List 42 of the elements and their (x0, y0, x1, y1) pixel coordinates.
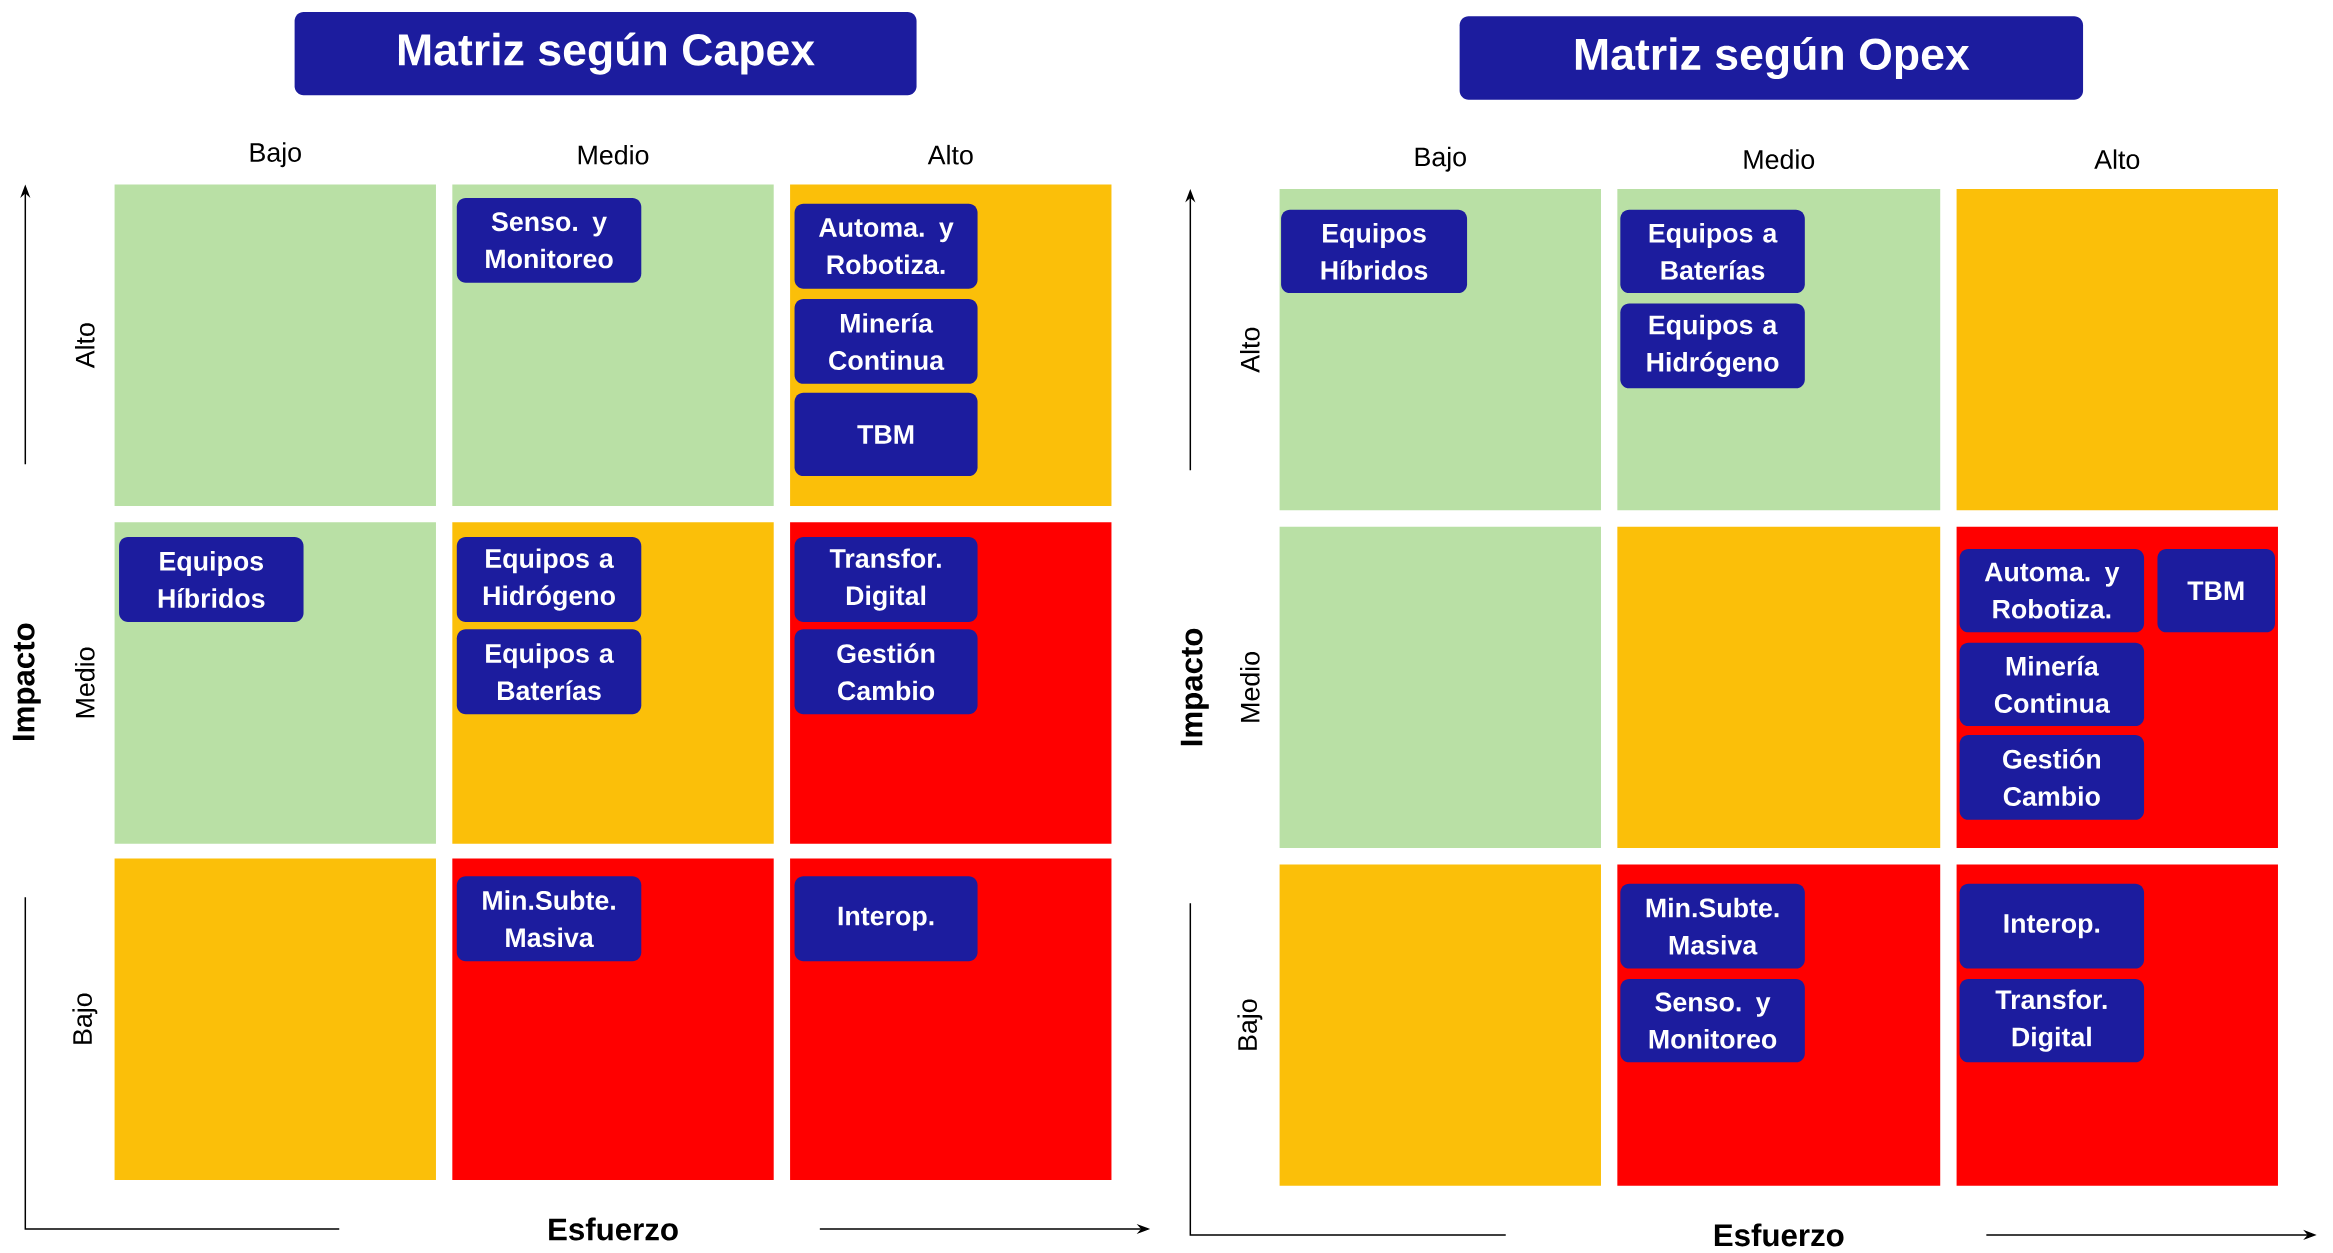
item-box: Minería Continua (794, 299, 978, 384)
item-box: Equipos a Baterías (1620, 209, 1805, 294)
title-box: Matriz según Opex (1459, 16, 2084, 100)
item-box: Equipos a Baterías (456, 629, 642, 715)
row-header: Medio (75, 647, 95, 718)
item-box: Automa. y Robotiza. (794, 203, 978, 289)
col-header: Alto (2094, 149, 2140, 170)
item-box: Equipos Híbridos (1281, 209, 1468, 294)
item-box: Transfor. Digital (794, 537, 978, 623)
matrix-cell (1279, 526, 1601, 849)
col-header: Medio (578, 145, 649, 165)
item-box: Interop. (794, 876, 978, 962)
item-box: Transfor. Digital (1959, 979, 2145, 1063)
row-header: Alto (1240, 327, 1260, 373)
matrix-cell (114, 858, 436, 1180)
item-box: Senso. y Monitoreo (456, 198, 642, 283)
item-box: Interop. (1959, 883, 2145, 969)
item-box: Equipos Híbridos (119, 537, 304, 623)
col-header: Medio (1744, 149, 1815, 170)
matrix-cell (114, 184, 436, 506)
item-box: Gestión Cambio (1959, 735, 2145, 820)
item-box: Senso. y Monitoreo (1620, 979, 1805, 1063)
matrix-cell (1617, 526, 1941, 849)
axis-title: Esfuerzo (1714, 1223, 1844, 1247)
item-box: Equipos a Hidrógeno (1620, 303, 1805, 389)
item-box: TBM (2157, 549, 2275, 633)
item-box: Min.Subte. Masiva (456, 876, 642, 962)
axis-title: Impacto (12, 623, 41, 741)
item-box: Automa. y Robotiza. (1959, 549, 2145, 633)
item-box: Min.Subte. Masiva (1620, 883, 1805, 969)
item-box: TBM (794, 392, 978, 477)
col-header: Bajo (1415, 146, 1466, 172)
col-header: Bajo (250, 142, 301, 168)
col-header: Alto (927, 145, 973, 165)
axis-title: Esfuerzo (549, 1217, 678, 1241)
item-box: Equipos a Hidrógeno (456, 537, 642, 623)
title-box: Matriz según Capex (294, 12, 917, 96)
matrix-cell (1956, 189, 2278, 511)
matrix-cell (1279, 864, 1601, 1186)
axis-title: Impacto (1180, 628, 1209, 746)
item-box: Gestión Cambio (794, 629, 978, 715)
item-box: Minería Continua (1959, 642, 2145, 727)
